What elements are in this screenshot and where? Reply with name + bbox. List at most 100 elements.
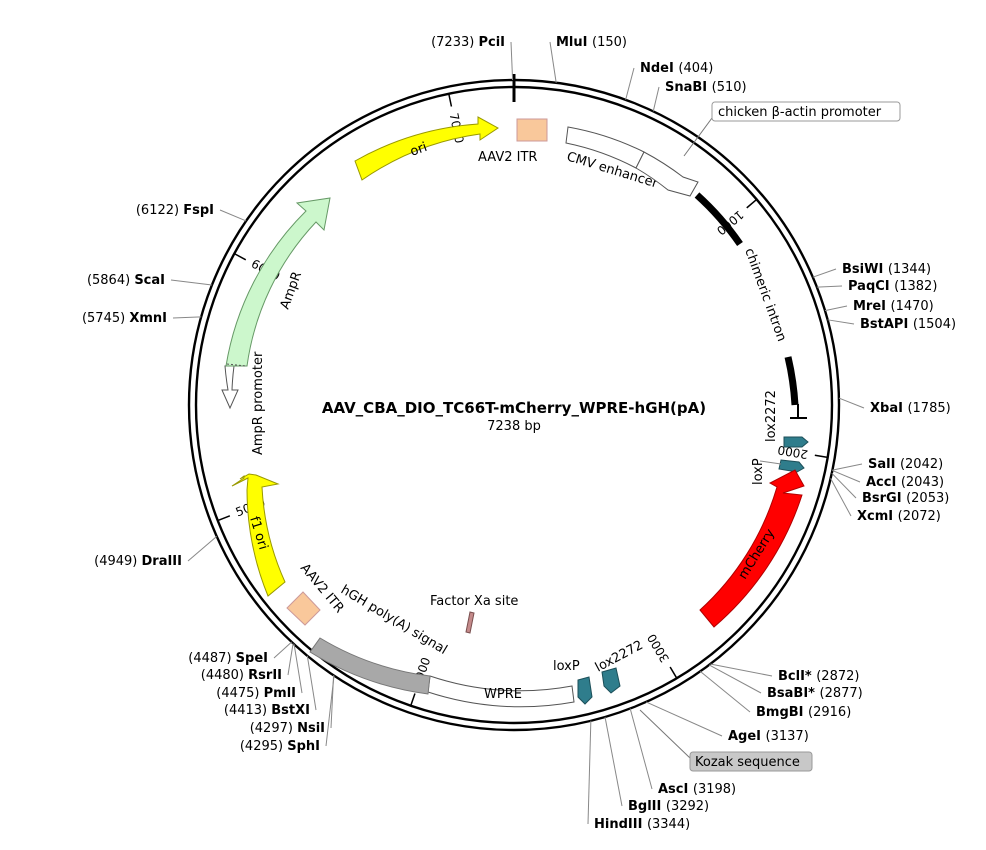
site-position: (1504) <box>913 317 956 332</box>
feature-f1-ori[interactable] <box>231 473 286 597</box>
site-position: (2872) <box>816 669 859 684</box>
site-sphi[interactable]: (4295) SphI <box>240 675 335 754</box>
site-spei[interactable]: (4487) SpeI <box>188 641 292 666</box>
site-name: SphI <box>287 739 320 754</box>
site-position: (1382) <box>894 279 937 294</box>
feature-lox2272-1[interactable] <box>783 436 809 448</box>
site-asci[interactable]: AscI (3198) <box>629 708 736 797</box>
site-label: MluI (150) <box>556 35 627 50</box>
site-connector <box>838 397 865 409</box>
site-name: BsrGI <box>862 491 906 506</box>
tick-mark-2000 <box>814 454 828 459</box>
feature-lox2272-2[interactable] <box>601 667 621 694</box>
site-snabi[interactable]: SnaBI (510) <box>652 80 747 112</box>
site-name: HindIII <box>594 817 647 832</box>
feature-aav2-itr-1[interactable] <box>516 118 548 142</box>
site-pmli[interactable]: (4475) PmlI <box>216 644 303 701</box>
site-name: SnaBI <box>665 80 712 95</box>
site-label: BsaBI* (2877) <box>767 686 863 701</box>
feature-ori[interactable] <box>354 116 499 181</box>
site-name: PciI <box>478 35 505 50</box>
site-connector <box>832 469 861 483</box>
site-connector <box>187 536 218 562</box>
site-name: XbaI <box>870 401 907 416</box>
site-label: AccI (2043) <box>866 475 944 490</box>
feature-wpre[interactable] <box>427 675 575 708</box>
plasmid-length: 7238 bp <box>487 419 541 434</box>
feature-ampr-label: AmpR <box>278 270 305 312</box>
site-acci[interactable]: AccI (2043) <box>832 469 944 490</box>
site-fspi[interactable]: (6122) FspI <box>136 203 247 222</box>
site-connector <box>293 644 303 694</box>
site-connector <box>652 86 660 112</box>
site-bglii[interactable]: BglII (3292) <box>604 716 709 814</box>
site-connector <box>287 643 294 676</box>
feature-chicken-beta-actin-promoter-box <box>711 101 901 122</box>
site-bsiwi[interactable]: BsiWI (1344) <box>812 262 931 278</box>
feature-mcherry[interactable] <box>699 469 805 628</box>
site-nsii[interactable]: (4297) NsiI <box>250 675 335 736</box>
site-connector <box>816 285 843 288</box>
site-bmgbi[interactable]: BmgBI (2916) <box>699 670 851 720</box>
site-label: MreI (1470) <box>853 299 934 314</box>
feature-ori-label: ori <box>408 140 429 160</box>
site-mlui[interactable]: MluI (150) <box>549 35 627 83</box>
site-label: XcmI (2072) <box>857 509 941 524</box>
site-name: FspI <box>183 203 214 218</box>
site-bsabi[interactable]: BsaBI* (2877) <box>708 664 863 701</box>
site-rsrii[interactable]: (4480) RsrII <box>201 643 294 683</box>
feature-hgh-polya-signal[interactable] <box>309 637 431 695</box>
feature-wpre-label: WPRE <box>484 687 522 702</box>
feature-factor-xa-label: Factor Xa site <box>430 594 518 609</box>
site-name: BsaBI* <box>767 686 820 701</box>
features-layer: AAV2 ITR CMV enhancer chicken β-actin pr… <box>221 101 901 772</box>
site-bsrgi[interactable]: BsrGI (2053) <box>831 472 950 506</box>
site-bstxi[interactable]: (4413) BstXI <box>224 655 317 718</box>
site-ndei[interactable]: NdeI (404) <box>625 61 714 100</box>
site-connector <box>830 478 852 517</box>
site-xcmi[interactable]: XcmI (2072) <box>830 478 941 524</box>
site-bstapi[interactable]: BstAPI (1504) <box>827 317 956 332</box>
site-position: (2042) <box>900 457 943 472</box>
site-connector <box>330 675 335 729</box>
feature-loxp-1[interactable] <box>778 459 805 473</box>
site-paqci[interactable]: PaqCI (1382) <box>816 279 938 294</box>
feature-f1-ori-label: f1 ori <box>246 515 270 552</box>
site-bcli[interactable]: BclI* (2872) <box>710 663 859 684</box>
site-connector <box>824 305 848 312</box>
site-position: (3292) <box>666 799 709 814</box>
feature-aav2-itr-1-label: AAV2 ITR <box>478 150 537 165</box>
site-connector <box>708 664 762 694</box>
site-connector <box>219 209 247 222</box>
feature-chicken-beta-actin-promoter[interactable] <box>635 151 699 197</box>
feature-loxp-2[interactable] <box>577 676 593 705</box>
plasmid-title: AAV_CBA_DIO_TC66T-mCherry_WPRE-hGH(pA) <box>322 399 706 417</box>
site-label: (6122) FspI <box>136 203 214 218</box>
site-draiii[interactable]: (4949) DraIII <box>94 536 218 569</box>
site-name: SalI <box>868 457 900 472</box>
site-connector <box>710 663 773 677</box>
site-scai[interactable]: (5864) ScaI <box>87 273 213 288</box>
feature-aav2-itr-2[interactable] <box>286 591 321 626</box>
site-xbai[interactable]: XbaI (1785) <box>838 397 951 416</box>
feature-factor-xa-site[interactable] <box>465 611 475 634</box>
site-pcii[interactable]: (7233) PciI <box>431 35 514 81</box>
site-position: (4297) <box>250 721 297 736</box>
site-label: (4413) BstXI <box>224 703 310 718</box>
site-agei[interactable]: AgeI (3137) <box>645 701 809 744</box>
site-position: (2043) <box>901 475 944 490</box>
feature-ampr-promoter[interactable] <box>221 365 239 410</box>
site-name: ScaI <box>134 273 165 288</box>
site-connector <box>172 316 202 319</box>
site-name: BsiWI <box>842 262 888 277</box>
site-connector <box>625 67 635 100</box>
site-position: (3344) <box>647 817 690 832</box>
site-name: AccI <box>866 475 901 490</box>
site-label: SalI (2042) <box>868 457 943 472</box>
site-xmni[interactable]: (5745) XmnI <box>82 311 202 326</box>
site-hindiii[interactable]: HindIII (3344) <box>587 720 690 832</box>
site-position: (404) <box>678 61 713 76</box>
site-sali[interactable]: SalI (2042) <box>832 457 943 472</box>
feature-ampr[interactable] <box>225 197 331 367</box>
site-mrei[interactable]: MreI (1470) <box>824 299 934 314</box>
